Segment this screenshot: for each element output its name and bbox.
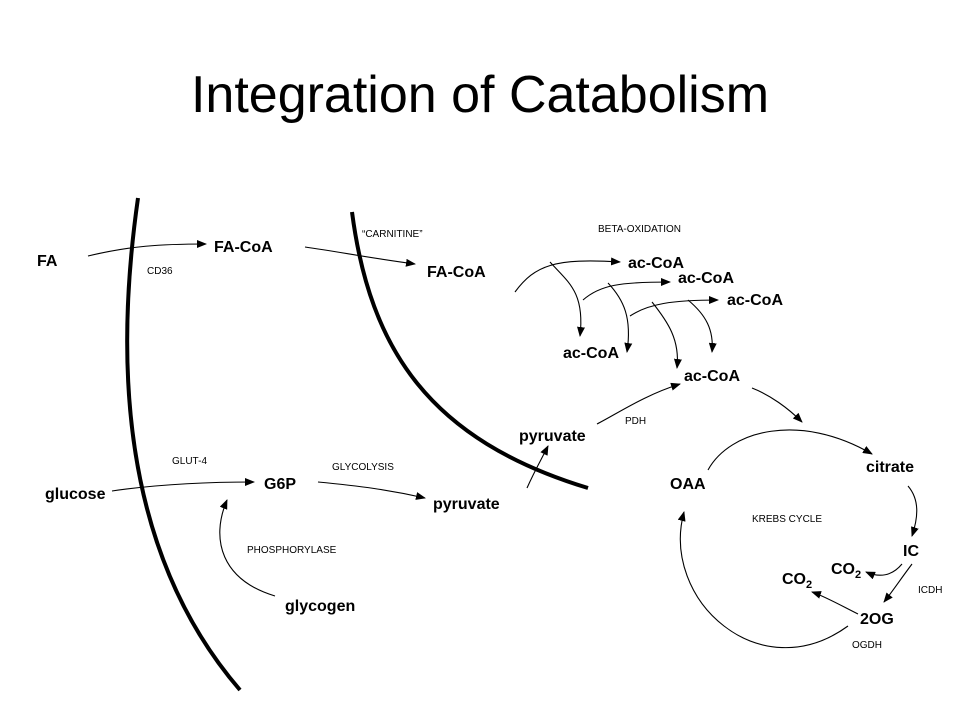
krebs-cycle-label: KREBS CYCLE (752, 514, 822, 525)
accoa-to-citrate-arrow (751, 387, 803, 423)
glucose-to-g6p-arrow (111, 478, 255, 492)
beta-spiral-4 (607, 282, 633, 353)
ogdh-label: OGDH (852, 640, 882, 651)
cell-membrane (125, 197, 242, 692)
ac-coa-1-label: ac-CoA (628, 255, 684, 272)
co2-lower-label: CO2 (782, 571, 812, 591)
cd36-label: CD36 (147, 266, 173, 277)
g6p-label: G6P (264, 476, 296, 493)
mitochondrial-membrane (350, 211, 589, 490)
ic-to-2og-arrow (883, 563, 913, 603)
2og-label: 2OG (860, 611, 894, 628)
glycogen-label: glycogen (285, 598, 355, 615)
fa-to-facoa-arrow (87, 240, 207, 257)
pdh-arrow (596, 382, 681, 425)
ic-label: IC (903, 543, 919, 560)
pyruvate-transport-arrow (526, 445, 549, 489)
ac-coa-2-label: ac-CoA (678, 270, 734, 287)
pyruvate-mito-label: pyruvate (519, 428, 586, 445)
icdh-label: ICDH (918, 585, 942, 596)
oaa-to-citrate-arrow (707, 429, 873, 471)
beta-oxidation-label: BETA-OXIDATION (598, 224, 681, 235)
ac-coa-4-label: ac-CoA (563, 345, 619, 362)
glycolysis-arrow (317, 481, 426, 500)
ic-co2-release-arrow (865, 563, 903, 580)
fa-coa-cytosol-label: FA-CoA (214, 239, 273, 256)
beta-spiral-5 (629, 296, 719, 317)
2og-co2-release-arrow (811, 591, 859, 615)
page-title: Integration of Catabolism (191, 66, 769, 124)
pdh-label: PDH (625, 416, 646, 427)
co2-upper-label: CO2 (831, 561, 861, 581)
glycolysis-label: GLYCOLYSIS (332, 462, 394, 473)
beta-spiral-7 (687, 299, 717, 353)
fa-label: FA (37, 253, 58, 270)
phosphorylase-arrow (219, 499, 276, 597)
beta-spiral-2 (549, 261, 585, 337)
pyruvate-cytosol-label: pyruvate (433, 496, 500, 513)
citrate-to-ic-arrow (907, 485, 919, 537)
facoa-transport-arrow (304, 246, 416, 267)
citrate-label: citrate (866, 459, 914, 476)
2og-to-oaa-arrow (677, 511, 849, 648)
glut4-label: GLUT-4 (172, 456, 207, 467)
ac-coa-3-label: ac-CoA (727, 292, 783, 309)
beta-spiral-1 (514, 257, 621, 293)
carnitine-label: “CARNITINE” (362, 229, 423, 240)
ac-coa-5-label: ac-CoA (684, 368, 740, 385)
oaa-label: OAA (670, 476, 706, 493)
beta-spiral-3 (582, 278, 671, 301)
beta-spiral-6 (651, 301, 682, 369)
glucose-label: glucose (45, 486, 106, 503)
fa-coa-mito-label: FA-CoA (427, 264, 486, 281)
phosphorylase-label: PHOSPHORYLASE (247, 545, 337, 556)
